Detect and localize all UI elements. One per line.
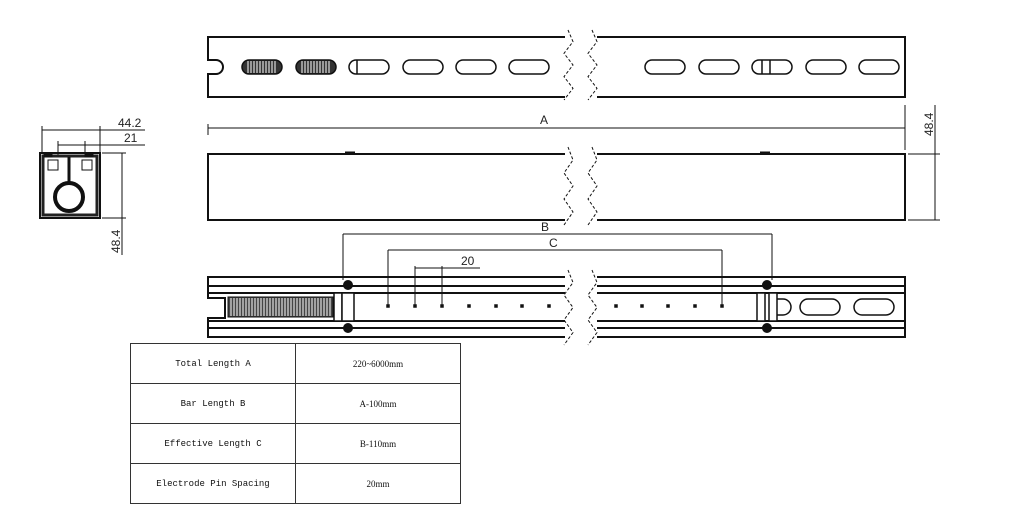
spec-label: Electrode Pin Spacing xyxy=(130,463,296,504)
spec-value: A-100mm xyxy=(295,383,461,424)
slot xyxy=(402,59,444,75)
section-width-outer-label: 44.2 xyxy=(118,116,142,130)
spec-label: Total Length A xyxy=(130,343,296,384)
dimension-c-label: C xyxy=(549,236,558,250)
slot xyxy=(698,59,740,75)
dimension-b-label: B xyxy=(541,220,549,234)
electrode-rail-view xyxy=(207,276,906,338)
slot xyxy=(751,59,793,75)
electrode-pin xyxy=(547,304,551,308)
section-width-inner-label: 21 xyxy=(124,131,138,145)
pin-spacing-label: 20 xyxy=(461,254,475,268)
spec-label: Effective Length C xyxy=(130,423,296,464)
break-line xyxy=(587,269,598,346)
break-line xyxy=(563,146,574,226)
break-line xyxy=(587,29,598,101)
spec-value: 20mm xyxy=(295,463,461,504)
cross-section-view xyxy=(39,152,101,219)
slot xyxy=(508,59,550,75)
dimension-lines xyxy=(41,105,940,306)
spec-value: 220~6000mm xyxy=(295,343,461,384)
spec-label: Bar Length B xyxy=(130,383,296,424)
spec-value: B-110mm xyxy=(295,423,461,464)
electrode-pin xyxy=(666,304,670,308)
electrode-pin xyxy=(520,304,524,308)
section-height-label: 48.4 xyxy=(109,229,123,253)
electrode-pin xyxy=(467,304,471,308)
side-height-label: 48.4 xyxy=(922,112,936,136)
slot xyxy=(858,59,900,75)
electrode-pin xyxy=(640,304,644,308)
slot xyxy=(348,59,390,75)
dimension-a-label: A xyxy=(540,113,548,127)
electrode-pin xyxy=(494,304,498,308)
break-line xyxy=(587,146,598,226)
break-line xyxy=(563,269,574,346)
electrode-pin xyxy=(693,304,697,308)
electrode-pin xyxy=(614,304,618,308)
slot xyxy=(455,59,497,75)
side-rail-view xyxy=(207,151,906,221)
slot xyxy=(644,59,686,75)
top-rail-view xyxy=(207,36,906,98)
slot xyxy=(805,59,847,75)
break-line xyxy=(563,29,574,101)
break-lines xyxy=(563,29,598,346)
